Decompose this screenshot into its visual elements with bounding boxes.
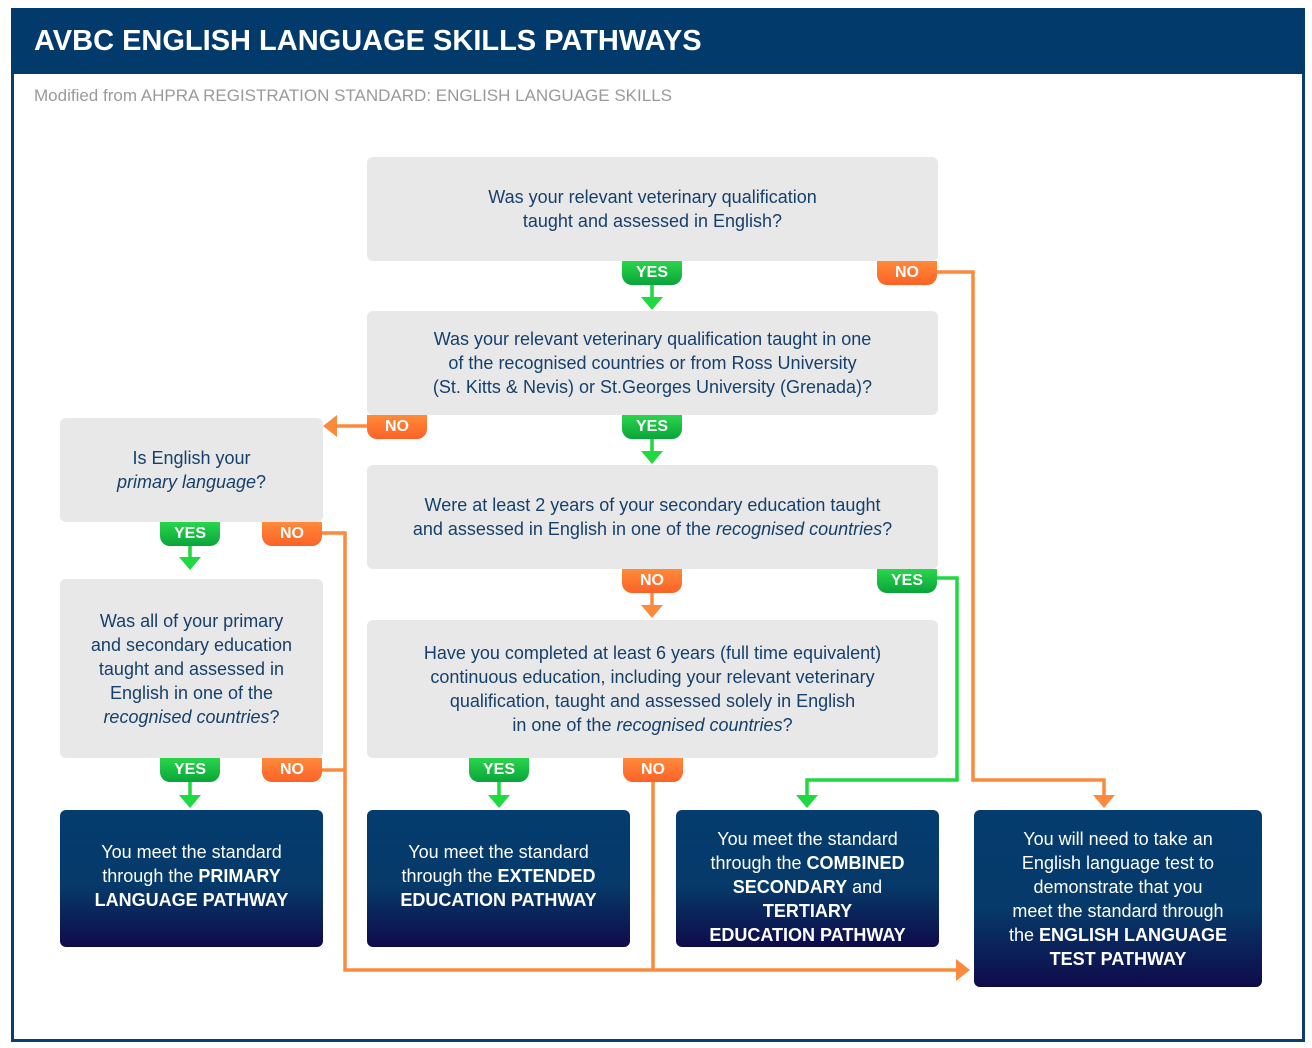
no-label: NO (622, 569, 682, 593)
question-text: (St. Kitts & Nevis) or St.Georges Univer… (432, 377, 873, 397)
result-bold-text: TERTIARY (762, 901, 853, 921)
question-text: ? (269, 706, 280, 727)
question-italic-text: primary language (116, 472, 257, 492)
result-text: and (847, 877, 883, 897)
question-italic-text: recognised countries (103, 706, 270, 727)
yes-label: YES (469, 758, 529, 782)
result-text: You meet the standard (101, 842, 282, 862)
result-combined-secondary-tertiary-pathway: You meet the standard through the COMBIN… (676, 810, 939, 947)
question-q3-box: Is English your primary language? (60, 418, 323, 522)
result-bold-text: COMBINED (806, 853, 905, 873)
question-text: in one of the (512, 715, 617, 735)
no-label: NO (262, 758, 322, 782)
result-text: You meet the standard (408, 842, 589, 862)
question-q1-box: Was your relevant veterinary qualificati… (367, 157, 938, 261)
result-bold-text: TEST PATHWAY (1049, 949, 1187, 969)
page-title: AVBC ENGLISH LANGUAGE SKILLS PATHWAYS (34, 25, 702, 57)
question-text: ? (882, 519, 893, 539)
no-label: NO (877, 261, 937, 285)
result-text: through the (401, 866, 498, 886)
result-bold-text: EXTENDED (497, 866, 596, 886)
header-bar (11, 8, 1305, 74)
question-italic-text: recognised countries (716, 519, 883, 539)
result-bold-text: SECONDARY (732, 877, 848, 897)
question-text: English in one of the (109, 682, 274, 703)
result-bold-text: ENGLISH LANGUAGE (1039, 925, 1228, 945)
arrow-down-icon (488, 795, 510, 808)
question-text: Were at least 2 years of your secondary … (424, 495, 881, 515)
no-label: NO (623, 758, 683, 782)
arrow-down-icon (179, 795, 201, 808)
result-bold-text: PRIMARY (198, 866, 281, 886)
question-text: Was your relevant veterinary qualificati… (433, 329, 872, 349)
question-text: Is English your (132, 448, 251, 468)
page-subtitle: Modified from AHPRA REGISTRATION STANDAR… (34, 86, 672, 105)
result-text: through the (710, 853, 807, 873)
arrow-right-icon (956, 959, 970, 981)
question-text: and secondary education (90, 634, 293, 655)
connector-q4-yes (805, 576, 959, 796)
question-q4-box: Were at least 2 years of your secondary … (367, 465, 938, 569)
yes-label: YES (622, 415, 682, 439)
question-text: and assessed in English in one of the (412, 519, 717, 539)
result-text: English language test to (1021, 853, 1215, 873)
question-text: taught and assessed in English? (522, 211, 783, 231)
result-bold-text: EDUCATION PATHWAY (400, 890, 597, 910)
question-text: of the recognised countries or from Ross… (448, 353, 857, 373)
result-text: You meet the standard (717, 829, 898, 849)
question-text: ? (256, 472, 267, 492)
yes-label: YES (160, 758, 220, 782)
question-text: qualification, taught and assessed solel… (449, 691, 856, 711)
question-text: taught and assessed in (98, 658, 285, 679)
arrow-down-icon (179, 557, 201, 570)
no-label: NO (262, 522, 322, 546)
yes-label: YES (160, 522, 220, 546)
arrow-down-icon (641, 297, 663, 310)
question-text: Have you completed at least 6 years (ful… (423, 643, 882, 663)
arrow-down-icon (1093, 795, 1115, 808)
yes-label: YES (622, 261, 682, 285)
question-q2-box: Was your relevant veterinary qualificati… (367, 311, 938, 415)
result-english-language-test-pathway: You will need to take an English languag… (974, 810, 1262, 987)
question-q6-box: Have you completed at least 6 years (ful… (367, 620, 938, 758)
question-text: Was all of your primary (99, 610, 284, 631)
arrow-down-icon (641, 605, 663, 618)
result-text: through the (102, 866, 199, 886)
result-text: meet the standard through (1012, 901, 1224, 921)
connector-q1-no (937, 270, 1106, 796)
arrow-left-icon (323, 415, 337, 437)
result-text: demonstrate that you (1033, 877, 1203, 897)
question-italic-text: recognised countries (616, 715, 783, 735)
question-text: Was your relevant veterinary qualificati… (488, 187, 817, 207)
question-q5-box: Was all of your primary and secondary ed… (60, 579, 323, 758)
result-extended-education-pathway: You meet the standard through the EXTEND… (367, 810, 630, 947)
no-label: NO (367, 415, 427, 439)
arrow-down-icon (796, 795, 818, 808)
arrow-down-icon (641, 451, 663, 464)
yes-label: YES (877, 569, 937, 593)
question-text: continuous education, including your rel… (430, 667, 875, 687)
result-text: the (1008, 925, 1039, 945)
question-text: ? (782, 715, 793, 735)
result-text: You will need to take an (1023, 829, 1213, 849)
result-bold-text: LANGUAGE PATHWAY (94, 890, 289, 910)
result-bold-text: EDUCATION PATHWAY (709, 925, 906, 945)
result-primary-language-pathway: You meet the standard through the PRIMAR… (60, 810, 323, 947)
